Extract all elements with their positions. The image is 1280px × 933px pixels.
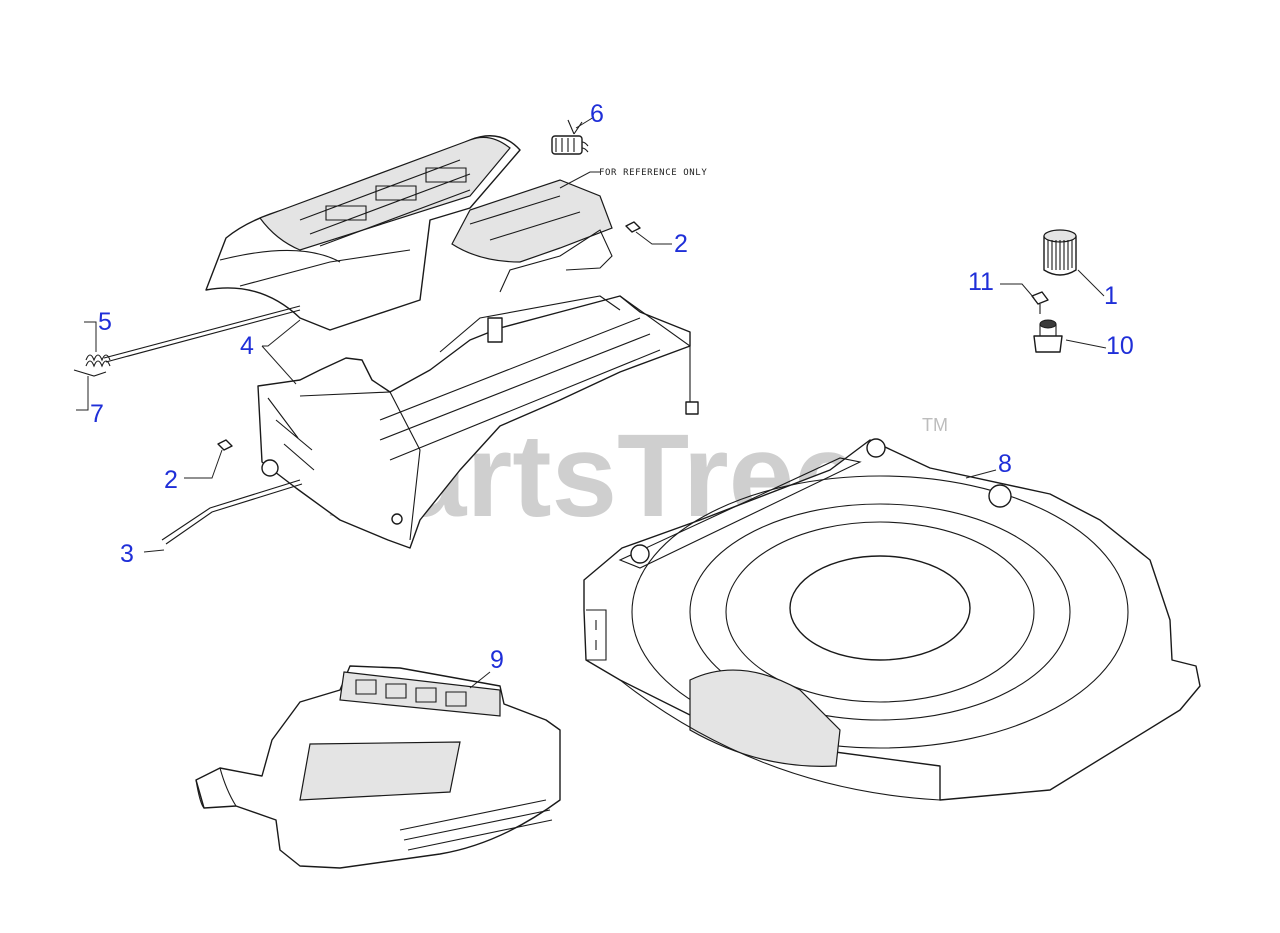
callout-5: 5 <box>98 308 112 336</box>
leader-lines <box>76 116 1107 689</box>
part-6-spring <box>551 119 589 155</box>
callout-7: 7 <box>90 400 104 428</box>
part-9-flap <box>195 665 561 869</box>
callout-8: 8 <box>998 450 1012 478</box>
reference-note: FOR REFERENCE ONLY <box>599 168 707 178</box>
part-8-deck <box>583 438 1201 801</box>
callout-6: 6 <box>590 100 604 128</box>
part-cover-upper <box>205 135 521 331</box>
callouts: 6 2 2 3 4 5 7 8 9 1 10 11 <box>90 100 1134 674</box>
part-2-clip-upper <box>625 221 641 233</box>
part-3-rod <box>161 479 303 545</box>
callout-10: 10 <box>1106 332 1134 360</box>
callout-9: 9 <box>490 646 504 674</box>
callout-2-upper: 2 <box>674 230 688 258</box>
part-2-clip-lower <box>217 439 233 451</box>
callout-2-lower: 2 <box>164 466 178 494</box>
callout-4: 4 <box>240 332 254 360</box>
part-1-knob <box>1043 229 1077 276</box>
part-10-bushing <box>1033 319 1063 353</box>
callout-3: 3 <box>120 540 134 568</box>
callout-11: 11 <box>968 268 994 296</box>
part-4-housing <box>257 229 699 549</box>
part-5-spring-rod <box>73 305 301 377</box>
reference-only-part: FOR REFERENCE ONLY <box>451 168 707 263</box>
watermark-trademark: TM <box>922 415 948 435</box>
callout-1: 1 <box>1104 282 1118 310</box>
part-11-screw <box>1031 291 1049 314</box>
